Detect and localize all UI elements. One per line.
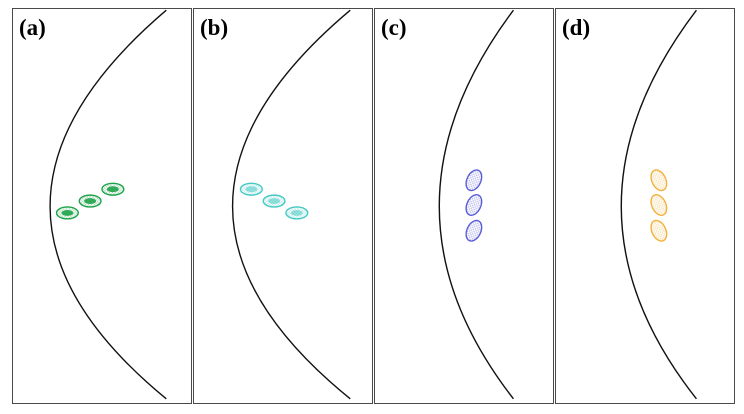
particle-d-1 bbox=[650, 169, 668, 192]
panel-d-drawing bbox=[620, 9, 697, 400]
panel-a-drawing bbox=[49, 9, 167, 400]
particle-group-c bbox=[465, 169, 483, 242]
particle-group-b bbox=[239, 182, 309, 220]
panel-c: (c) bbox=[374, 8, 554, 404]
boundary-arc-c bbox=[438, 9, 514, 400]
panel-c-drawing bbox=[438, 9, 514, 400]
panel-label-a: (a) bbox=[19, 15, 46, 40]
particle-c-2 bbox=[465, 194, 483, 216]
panel-label-d: (d) bbox=[562, 15, 591, 40]
particle-c-3 bbox=[465, 219, 483, 242]
particle-d-2 bbox=[650, 194, 668, 216]
particle-c-1 bbox=[465, 169, 483, 192]
panel-b-drawing bbox=[231, 9, 351, 400]
boundary-arc-b bbox=[231, 9, 351, 400]
panel-d: (d) bbox=[555, 8, 735, 404]
particle-group-d bbox=[650, 169, 668, 242]
boundary-arc-d bbox=[620, 9, 697, 400]
panel-b: (b) bbox=[193, 8, 373, 404]
panel-a: (a) bbox=[12, 8, 192, 404]
boundary-arc-a bbox=[49, 9, 167, 400]
panel-label-c: (c) bbox=[381, 15, 407, 40]
panel-label-b: (b) bbox=[200, 15, 229, 40]
particle-d-3 bbox=[650, 219, 668, 242]
